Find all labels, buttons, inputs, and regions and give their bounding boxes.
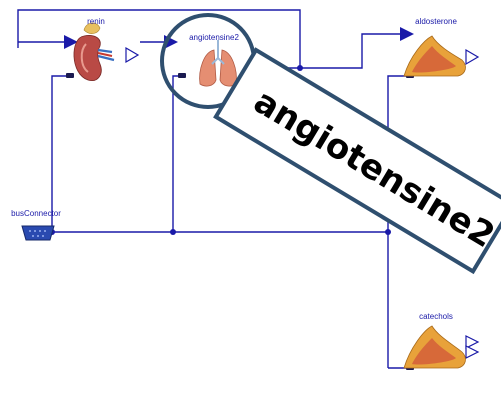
catechols-label: catechols (419, 312, 453, 321)
wire-angiotensine2-to-aldosterone[interactable] (262, 33, 402, 69)
adrenal-gland-icon (403, 325, 466, 369)
output-port-catechols-1[interactable] (465, 335, 480, 349)
adrenal-gland-icon (403, 35, 466, 77)
junction-dot (170, 229, 176, 235)
input-port-renin[interactable] (64, 35, 78, 49)
wire-bus-to-renin[interactable] (51, 75, 66, 232)
output-port-catechols-2[interactable] (465, 345, 480, 359)
wire-feedback-loop[interactable] (17, 9, 301, 68)
aldosterone-block[interactable]: aldosterone (403, 17, 466, 77)
renin-block[interactable]: renin (73, 17, 115, 81)
input-port-aldosterone[interactable] (400, 27, 414, 41)
output-port-renin[interactable] (125, 46, 140, 64)
wire-bus-to-glands[interactable] (387, 75, 408, 368)
zoom-label-box (213, 47, 501, 275)
lungs-icon (199, 40, 237, 87)
angiotensine2-label: angiotensine2 (189, 33, 239, 42)
bus-connector-block[interactable]: busConnector (11, 209, 61, 241)
renin-label: renin (87, 17, 105, 26)
catechols-block[interactable]: catechols (403, 312, 466, 369)
zoom-label-text: angiotensine2 (247, 81, 501, 256)
junction-dot (297, 65, 303, 71)
bus-port-angiotensine2[interactable] (178, 73, 186, 78)
kidney-icon (73, 22, 115, 81)
wire-bus-to-angiotensine2[interactable] (172, 75, 178, 232)
bus-connector-label: busConnector (11, 209, 61, 218)
angiotensine2-block[interactable]: angiotensine2 (189, 33, 239, 87)
junction-dot (385, 229, 391, 235)
bus-connector-icon (21, 225, 55, 241)
output-port-aldosterone[interactable] (465, 48, 480, 66)
wires (17, 9, 408, 369)
aldosterone-label: aldosterone (415, 17, 457, 26)
bus-port-renin[interactable] (66, 73, 74, 78)
